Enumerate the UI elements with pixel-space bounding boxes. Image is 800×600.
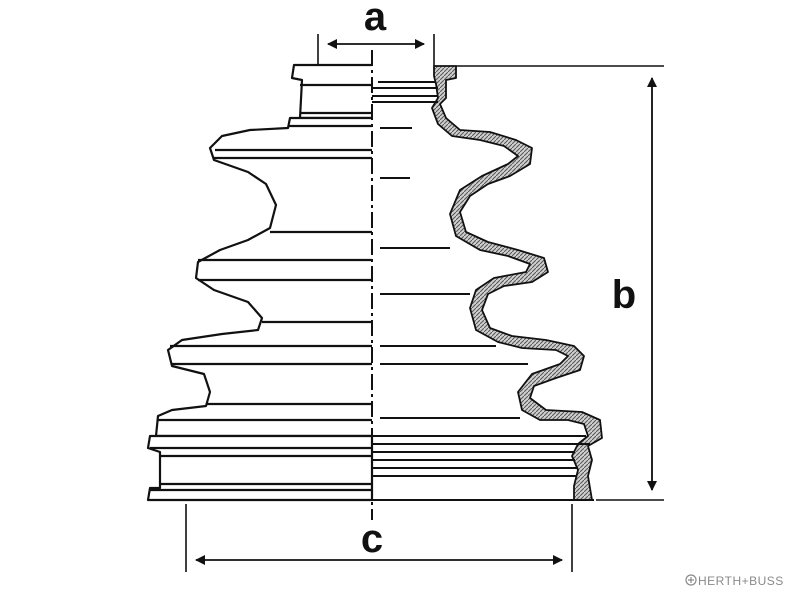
dimension-b [456,65,664,501]
dimension-c [185,504,573,572]
dimension-a-label: a [364,0,387,39]
upper-shoulder [154,116,372,438]
watermark: HERTH+BUSS [685,574,784,588]
section-wall [431,65,603,501]
dimension-c-label: c [361,517,383,561]
watermark-text: HERTH+BUSS [698,574,784,588]
top-collar [290,63,372,120]
boot-section-view [372,65,603,501]
boot-exterior-view [146,63,374,502]
herth-buss-logo-icon [685,574,697,586]
dimension-b-label: b [612,273,636,317]
dimension-a [317,34,435,66]
